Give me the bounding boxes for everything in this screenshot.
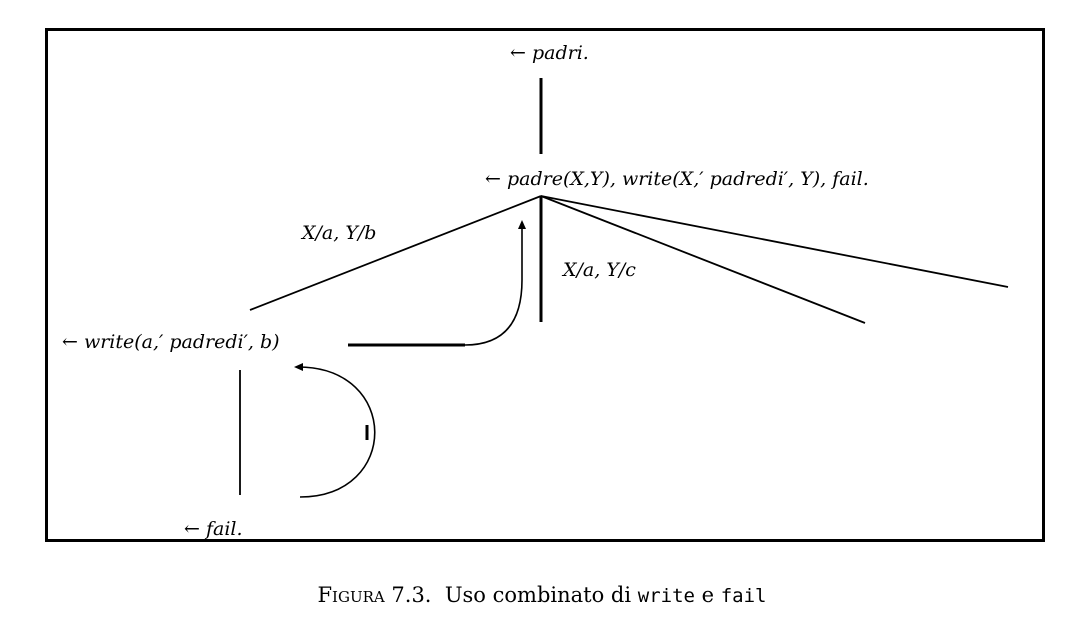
caption-number-text: 7.3. Uso combinato di — [384, 583, 638, 607]
edge-right-branch — [540, 195, 1009, 288]
backtrack-arrow-fail-to-write — [294, 363, 376, 498]
caption-figure-word: Figura — [317, 583, 385, 607]
backtrack-arrow-to-goal — [464, 220, 526, 346]
node-write: ← write(a,′ padredi′, b) — [62, 331, 280, 353]
node-root: ← padri. — [510, 42, 589, 64]
figure-frame — [45, 28, 1045, 542]
caption-joiner: e — [694, 583, 721, 607]
caption-code-fail: fail — [720, 585, 767, 607]
node-goal: ← padre(X,Y), write(X,′ padredi′, Y), fa… — [485, 168, 869, 190]
caption-code-write: write — [637, 585, 695, 607]
figure-caption: Figura 7.3. Uso combinato di write e fai… — [0, 585, 1084, 606]
edge-middle-branch — [540, 195, 866, 324]
node-fail: ← fail. — [184, 518, 243, 540]
edge-label-left: X/a, Y/b — [302, 222, 377, 244]
edge-left-branch — [249, 195, 542, 311]
edge-label-middle: X/a, Y/c — [563, 259, 636, 281]
